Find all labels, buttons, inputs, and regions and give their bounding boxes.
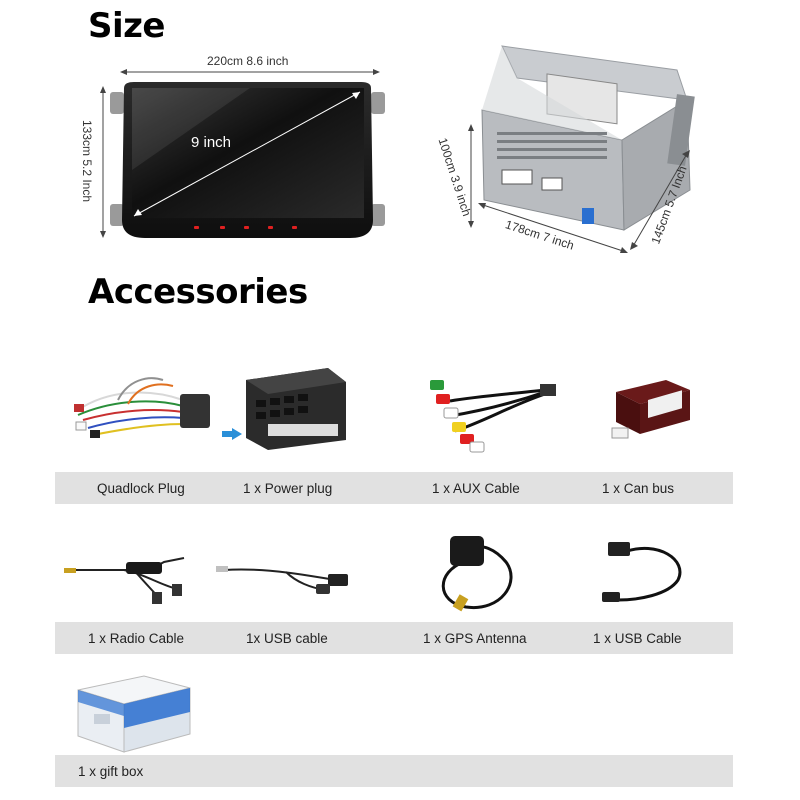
accessories-row3-band [55,755,733,787]
gift-box-image [77,675,191,753]
accessory-label: 1 x USB Cable [593,631,682,646]
accessory-label: 1 x gift box [78,764,144,779]
radio-cable-image [64,557,185,604]
gps-antenna-image [441,536,513,612]
accessory-label: 1 x Can bus [602,481,675,496]
accessory-label: 1x USB cable [246,631,328,646]
screen-width-label: 220cm 8.6 inch [207,54,289,68]
screen-height-dimension-line [100,86,106,238]
usb-cable-image [216,566,348,594]
size-heading: Size [88,6,166,46]
accessory-label: 1 x GPS Antenna [423,631,527,646]
accessory-label: 1 x Power plug [243,481,333,496]
accessory-label: 1 x Radio Cable [88,631,185,646]
accessory-label: 1 x AUX Cable [432,481,520,496]
power-plug-image [246,368,346,450]
accessories-row1-band [55,472,733,504]
screen-height-label: 133cm 5.2 Inch [80,119,95,203]
screen-width-dimension-line [120,69,380,75]
accessories-row2-band [55,622,733,654]
can-bus-image [611,380,690,439]
aux-cable-image [430,380,556,453]
head-unit-chassis [481,45,695,231]
chassis-depth-dimension-line [468,124,474,228]
quadlock-plug-image [74,377,210,438]
chassis-width-dimension-line [478,203,628,253]
accessories-heading: Accessories [88,272,308,312]
chassis-height-dimension-line [630,150,690,250]
usb-extension-cable-image [602,542,682,602]
arrow-right-icon [222,428,242,440]
accessory-label: Quadlock Plug [97,481,185,496]
screen-diagonal-label: 9 inch [191,134,232,151]
head-unit-screen [110,82,385,238]
